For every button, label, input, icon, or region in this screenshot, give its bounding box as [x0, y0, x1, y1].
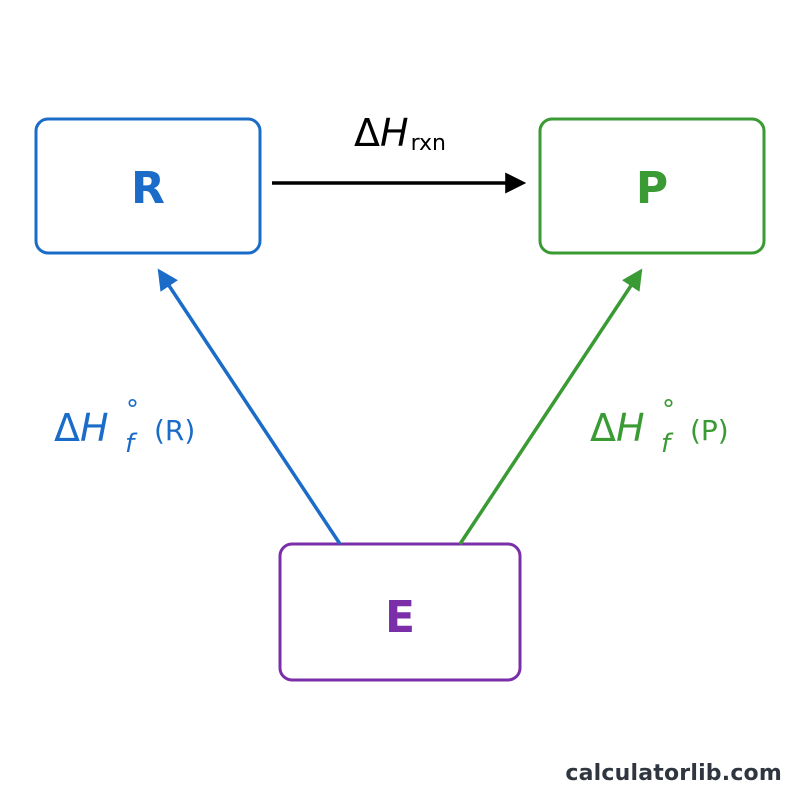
formation-enthalpy-reactants-label: ΔH ° f (R)	[54, 395, 195, 459]
elements-label: E	[385, 592, 415, 643]
formation-r-delta: Δ	[54, 406, 80, 450]
reaction-subscript: rxn	[411, 131, 446, 156]
watermark-text: calculatorlib.com	[565, 761, 782, 786]
formation-r-subscript: f	[125, 429, 138, 459]
formation-enthalpy-products-label: ΔH ° f (P)	[590, 395, 729, 459]
formation-p-delta: Δ	[590, 406, 616, 450]
formation-p-suffix: (P)	[690, 414, 729, 447]
reaction-delta: Δ	[354, 111, 380, 155]
elements-node: E	[278, 542, 522, 682]
reaction-enthalpy-label: ΔHrxn	[354, 111, 446, 156]
products-label: P	[636, 163, 668, 214]
reactants-label: R	[131, 163, 165, 214]
formation-arrow-reactants	[157, 268, 342, 545]
formation-p-subscript: f	[661, 429, 674, 459]
svg-text:ΔH: ΔH	[590, 406, 645, 450]
svg-text:ΔH: ΔH	[54, 406, 109, 450]
formation-arrow-products	[458, 268, 643, 545]
reactants-node: R	[34, 117, 262, 255]
formation-p-superscript: °	[662, 395, 675, 425]
formation-r-h-symbol: H	[80, 406, 109, 450]
products-node: P	[538, 117, 766, 255]
reaction-h-symbol: H	[380, 111, 409, 155]
formation-p-h-symbol: H	[616, 406, 645, 450]
formation-r-suffix: (R)	[154, 414, 195, 447]
formation-r-superscript: °	[126, 395, 139, 425]
